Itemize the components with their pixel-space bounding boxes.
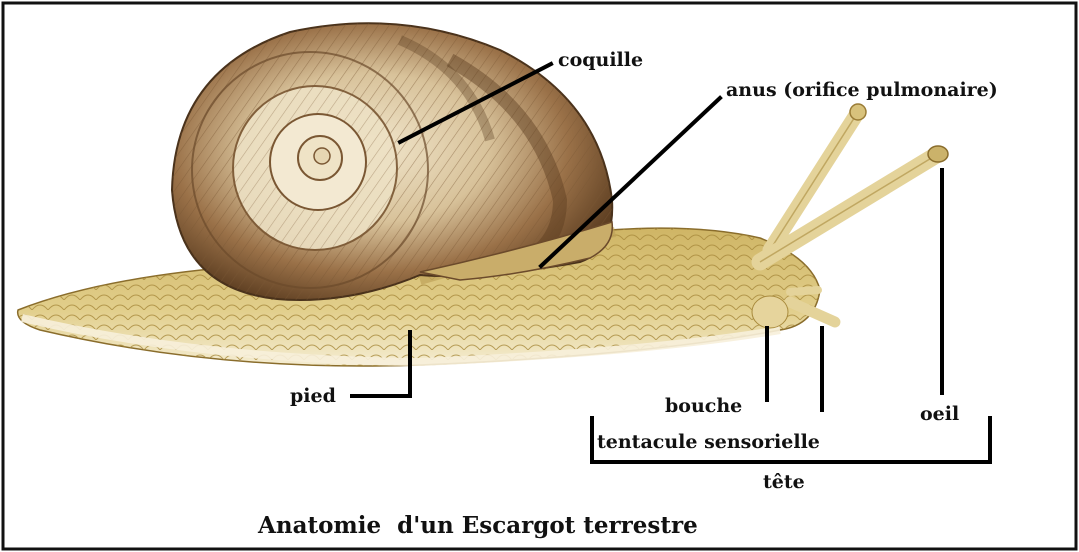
label-tentacule: tentacule sensorielle — [597, 431, 820, 453]
diagram-title: Anatomie d'un Escargot terrestre — [257, 512, 698, 539]
mouth-lobe — [752, 296, 788, 328]
label-bouche: bouche — [665, 395, 742, 417]
label-coquille: coquille — [558, 49, 643, 71]
eye-tip — [928, 146, 948, 162]
label-pied: pied — [290, 385, 336, 407]
label-anus: anus (orifice pulmonaire) — [726, 79, 998, 101]
label-tete: tête — [763, 471, 805, 493]
label-oeil: oeil — [920, 403, 959, 425]
